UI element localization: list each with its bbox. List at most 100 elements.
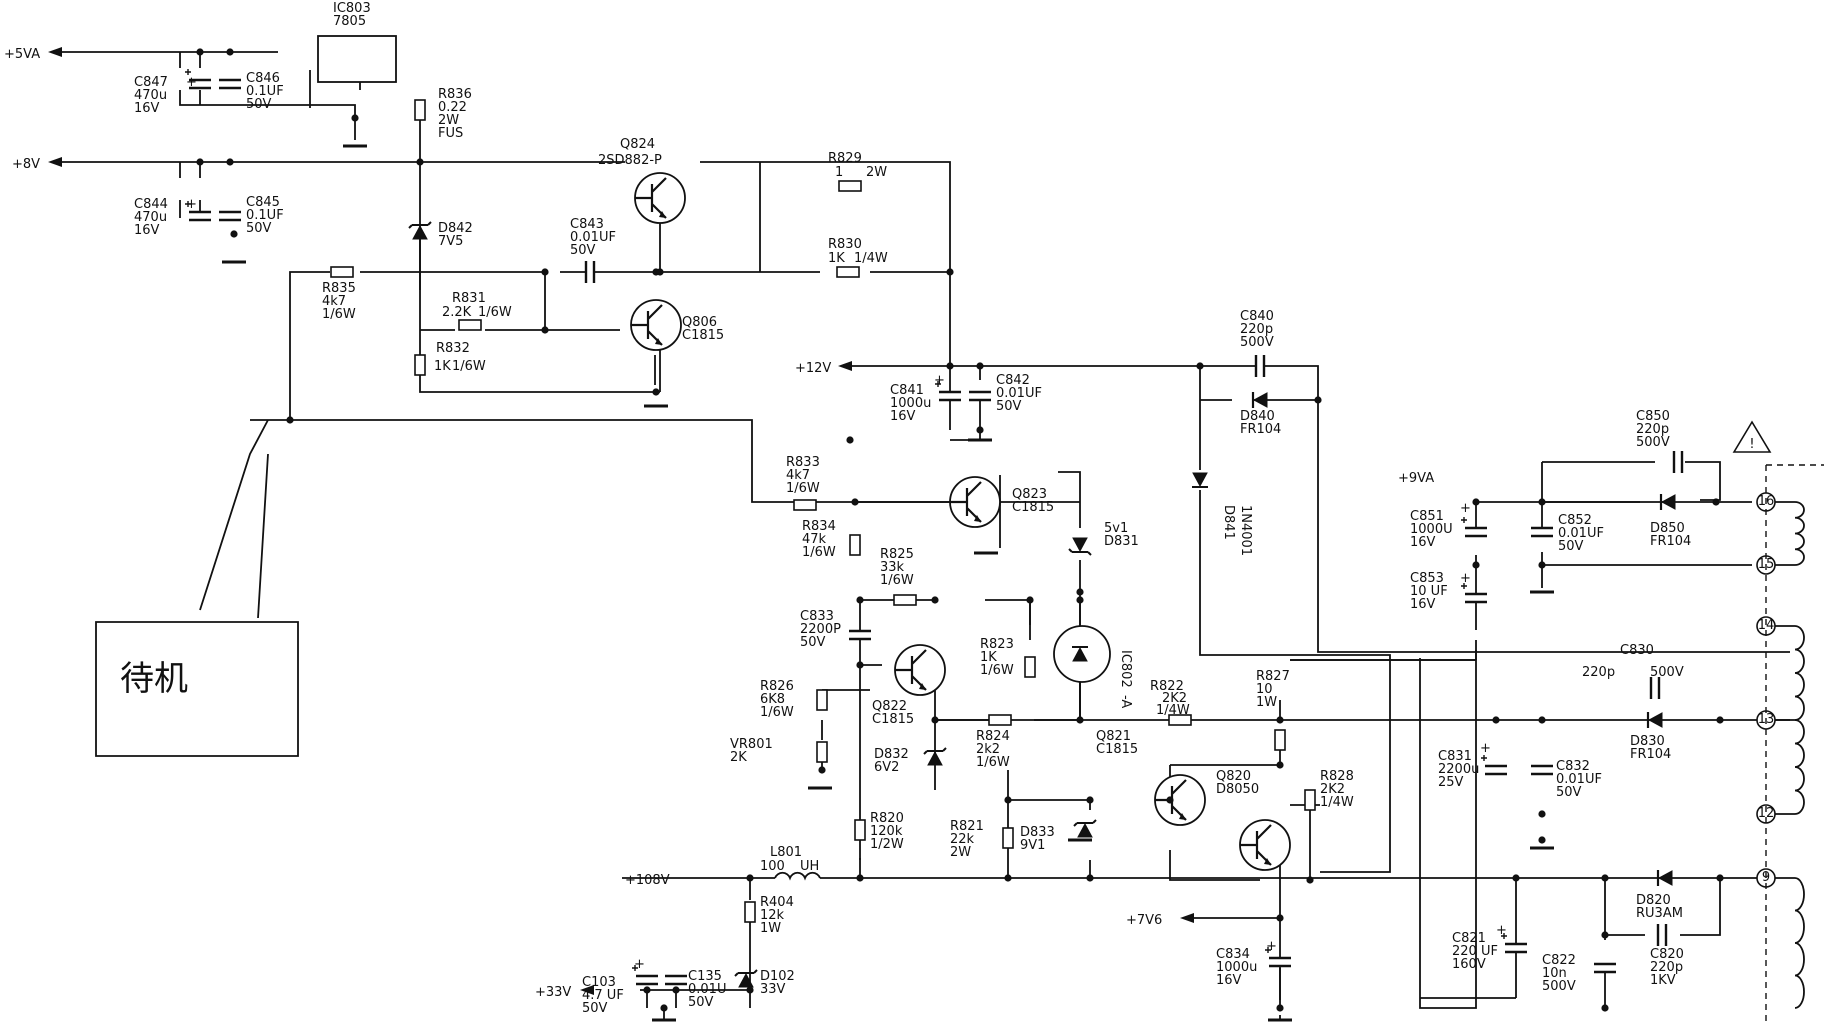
- r825-rating: 1/6W: [880, 573, 914, 588]
- wire: [1515, 878, 1721, 1008]
- c830-ref: C830: [1620, 643, 1654, 658]
- r832-rating: 1/6W: [452, 359, 486, 374]
- junction-dot: [746, 874, 754, 882]
- rail-arrow: [1180, 913, 1194, 923]
- r821-rating: 2W: [950, 845, 971, 860]
- d102-value: 33V: [760, 982, 786, 997]
- d831-value: 5v1: [1104, 521, 1128, 536]
- junction-dot: [931, 596, 939, 604]
- rail-12v: +12V: [795, 361, 831, 376]
- c853-pol: +: [1460, 571, 1471, 586]
- wire: [1419, 640, 1477, 1009]
- d831: [1068, 537, 1092, 556]
- c847: [185, 69, 212, 90]
- r836-ref: R836: [438, 87, 472, 102]
- r836-note: FUS: [438, 126, 463, 141]
- rail-7v6: +7V6: [1126, 913, 1162, 928]
- winding-14-13: [1794, 625, 1805, 721]
- c821-pol: +: [1496, 923, 1507, 938]
- c852: [1530, 526, 1554, 538]
- c841-pol: +: [934, 373, 945, 388]
- r824: [988, 714, 1012, 726]
- wire: [1475, 501, 1752, 660]
- c850-rating: 500V: [1636, 435, 1670, 450]
- r830: [836, 266, 860, 278]
- junction-dot: [1601, 874, 1609, 882]
- c840-value: 220p: [1240, 322, 1273, 337]
- c832-ref: C832: [1556, 759, 1590, 774]
- r825: [893, 594, 917, 606]
- r825-ref: R825: [880, 547, 914, 562]
- junction-dot: [226, 48, 234, 56]
- junction-dot: [1601, 931, 1609, 939]
- r404-value: 12k: [760, 908, 785, 923]
- r836: [414, 99, 426, 121]
- c841: [935, 381, 962, 402]
- c841-ref: C841: [890, 383, 924, 398]
- r828-ref: R828: [1320, 769, 1354, 784]
- c842-value: 0.01UF: [996, 386, 1042, 401]
- pin-number: 14: [1758, 618, 1775, 633]
- wire: [199, 419, 269, 619]
- c840-rating: 500V: [1240, 335, 1274, 350]
- c845: [218, 210, 242, 222]
- r823-ref: R823: [980, 637, 1014, 652]
- junction-dot: [672, 986, 680, 994]
- rail-108v: +108V: [625, 873, 670, 888]
- c844-value: 470u: [134, 210, 167, 225]
- r824-value: 2k2: [976, 742, 1000, 757]
- c845-ref: C845: [246, 195, 280, 210]
- d841-ref: D841: [1221, 505, 1236, 540]
- r834-ref: R834: [802, 519, 836, 534]
- r835-rating: 1/6W: [322, 307, 356, 322]
- junction-dot: [931, 716, 939, 724]
- c846-rating: 50V: [246, 97, 272, 112]
- c822-rating: 500V: [1542, 979, 1576, 994]
- r823: [1024, 656, 1036, 678]
- pin-number: 16: [1758, 494, 1775, 509]
- junction-dot: [351, 114, 359, 122]
- junction-dot: [1086, 796, 1094, 804]
- junction-dot: [1492, 716, 1500, 724]
- junction-dot: [652, 388, 660, 396]
- wire: [179, 52, 356, 140]
- q823-ref: Q823: [1012, 487, 1047, 502]
- rail-arrow: [580, 985, 594, 995]
- c833: [848, 629, 872, 641]
- junction-dot: [946, 362, 954, 370]
- c842-ref: C842: [996, 373, 1030, 388]
- c832-value: 0.01UF: [1556, 772, 1602, 787]
- c853-value: 10 UF: [1410, 584, 1448, 599]
- d832-value: 6V2: [874, 760, 899, 775]
- r820-value: 120k: [870, 824, 903, 839]
- r822-ref: R822: [1150, 679, 1184, 694]
- c843-rating: 50V: [570, 243, 596, 258]
- d842-ref: D842: [438, 221, 473, 236]
- r836-value: 0.22: [438, 100, 467, 115]
- c850: [1672, 450, 1684, 474]
- c834-pol: +: [1266, 939, 1277, 954]
- r831-rating: 1/6W: [478, 305, 512, 320]
- r829-rating: 2W: [866, 165, 887, 180]
- c852-value: 0.01UF: [1558, 526, 1604, 541]
- c846-value: 0.1UF: [246, 84, 284, 99]
- q821-ref: Q821: [1096, 729, 1131, 744]
- r833-value: 4k7: [786, 468, 810, 483]
- c822-ref: C822: [1542, 953, 1576, 968]
- r835: [330, 266, 354, 278]
- r834-value: 47k: [802, 532, 827, 547]
- r828-value: 2K2: [1320, 782, 1345, 797]
- c852-rating: 50V: [1558, 539, 1584, 554]
- c847-rating: 16V: [134, 101, 160, 116]
- junction-dot: [1076, 716, 1084, 724]
- wire: [640, 989, 751, 1008]
- d841: [1192, 472, 1208, 488]
- junction-dot: [851, 498, 859, 506]
- ic803-ref: IC803: [333, 1, 371, 16]
- d831-ref: D831: [1104, 534, 1139, 549]
- d820-value: RU3AM: [1636, 906, 1683, 921]
- d833: [1073, 819, 1097, 838]
- d850-ref: D850: [1650, 521, 1685, 536]
- c853: [1461, 583, 1488, 604]
